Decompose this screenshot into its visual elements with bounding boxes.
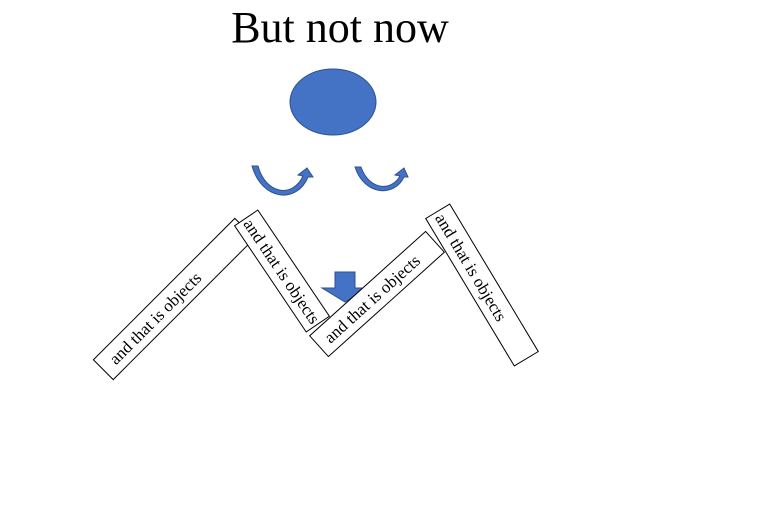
objects-box-4-label: and that is objects [431, 210, 510, 325]
blue-oval [289, 68, 377, 136]
objects-box-1-label: and that is objects [105, 268, 205, 368]
objects-box-4: and that is objects [425, 203, 539, 367]
objects-box-1: and that is objects [92, 217, 256, 381]
objects-box-3-label: and that is objects [320, 251, 424, 347]
objects-box-3: and that is objects [308, 230, 446, 358]
diagram-title: But not now [231, 3, 449, 52]
curved-up-arrow-right-icon [354, 166, 409, 192]
objects-box-2: and that is objects [233, 209, 331, 333]
objects-box-2-label: and that is objects [240, 215, 324, 327]
curved-up-arrow-left-icon [251, 165, 314, 196]
